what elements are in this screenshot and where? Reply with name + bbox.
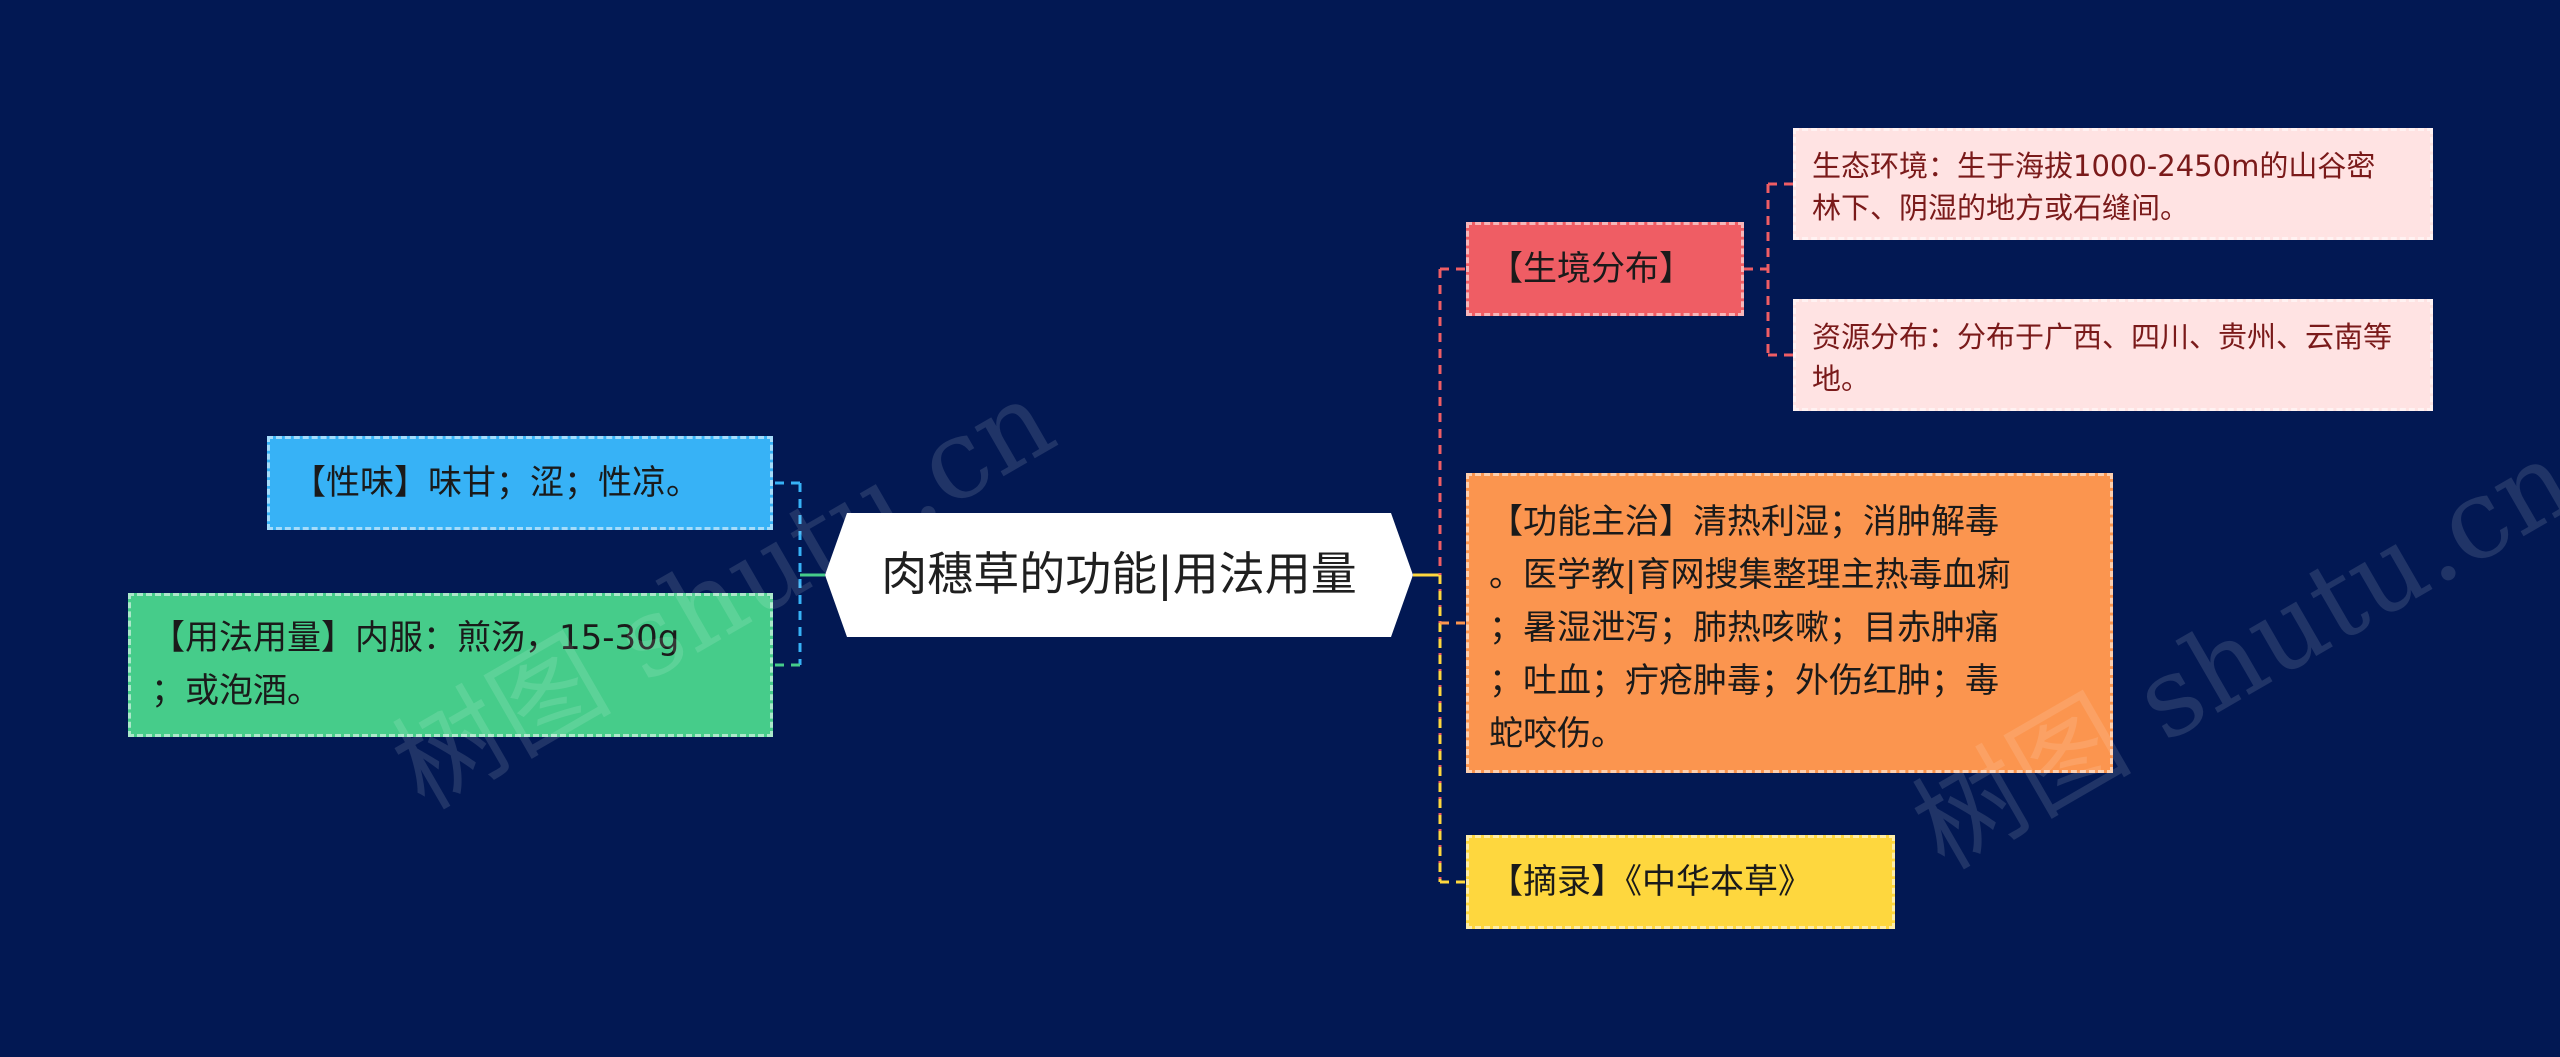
subtopic-node-shengtai[interactable]: 生态环境：生于海拔1000-2450m的山谷密 林下、阴湿的地方或石缝间。 xyxy=(1793,128,2433,240)
topic-label-gongneng-line4: ；吐血；疔疮肿毒；外伤红肿；毒 xyxy=(1489,661,1999,702)
subtopic-node-ziyuan[interactable]: 资源分布：分布于广西、四川、贵州、云南等 地。 xyxy=(1793,299,2433,411)
topic-label-yongfa-line2: ；或泡酒。 xyxy=(151,670,321,711)
topic-label-xingwei: 【性味】味甘；涩；性凉。 xyxy=(292,462,700,503)
topic-node-gongneng[interactable]: 【功能主治】清热利湿；消肿解毒 。医学教|育网搜集整理主热毒血痢 ；暑湿泄泻；肺… xyxy=(1466,473,2113,773)
subtopic-label-ziyuan-line2: 地。 xyxy=(1812,362,1871,397)
topic-node-shengjing[interactable]: 【生境分布】 xyxy=(1466,222,1744,316)
topic-label-gongneng-line5: 蛇咬伤。 xyxy=(1489,714,1625,755)
topic-label-yongfa-line1: 【用法用量】内服：煎汤，15-30g xyxy=(151,618,680,658)
topic-label-shengjing: 【生境分布】 xyxy=(1489,248,1693,289)
topic-label-zhailu: 【摘录】《中华本草》 xyxy=(1489,861,1812,902)
topic-label-gongneng-line2: 。医学教|育网搜集整理主热毒血痢 xyxy=(1489,555,2011,596)
topic-node-yongfa[interactable]: 【用法用量】内服：煎汤，15-30g ；或泡酒。 xyxy=(128,593,773,737)
subtopic-label-ziyuan-line1: 资源分布：分布于广西、四川、贵州、云南等 xyxy=(1812,320,2393,354)
central-topic-label: 肉穗草的功能|用法用量 xyxy=(881,547,1357,602)
topic-label-gongneng-line3: ；暑湿泄泻；肺热咳嗽；目赤肿痛 xyxy=(1489,608,1999,649)
subtopic-label-shengtai-line2: 林下、阴湿的地方或石缝间。 xyxy=(1812,191,2190,226)
topic-node-zhailu[interactable]: 【摘录】《中华本草》 xyxy=(1466,835,1895,929)
topic-label-gongneng-line1: 【功能主治】清热利湿；消肿解毒 xyxy=(1489,502,1999,542)
subtopic-label-shengtai-line1: 生态环境：生于海拔1000-2450m的山谷密 xyxy=(1812,149,2376,183)
topic-node-xingwei[interactable]: 【性味】味甘；涩；性凉。 xyxy=(267,436,773,530)
central-topic-node[interactable]: 肉穗草的功能|用法用量 xyxy=(825,513,1413,637)
